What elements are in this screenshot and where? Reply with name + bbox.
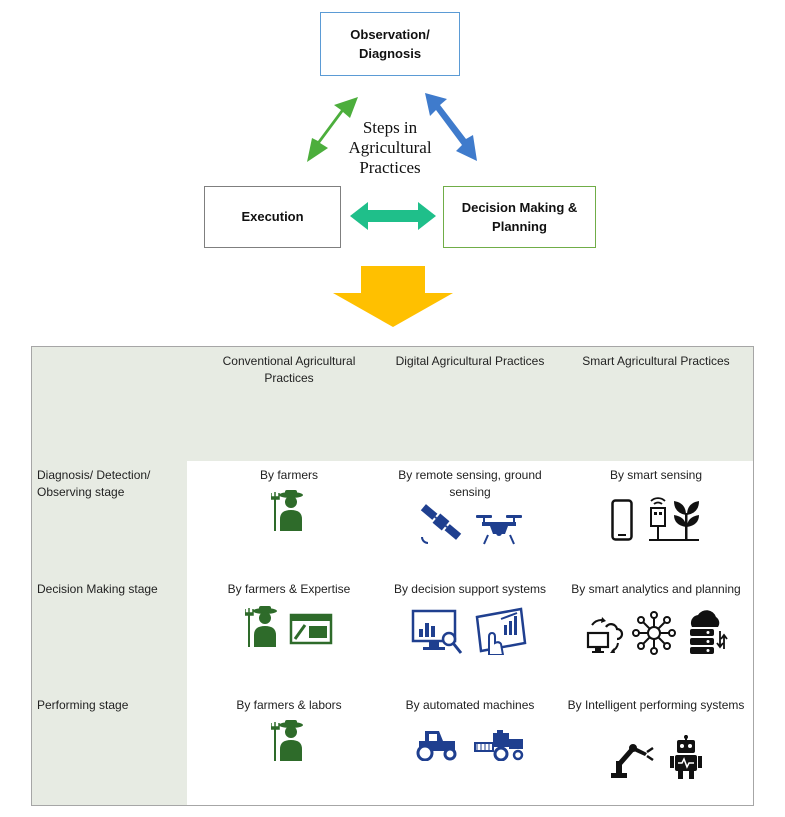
steps-center-label: Steps in Agricultural Practices: [348, 118, 432, 177]
icons-performing-digital: [384, 729, 556, 761]
smartphone-icon: [611, 499, 633, 541]
icons-diagnosis-conventional: [204, 489, 374, 531]
blue-double-arrow: [425, 93, 477, 161]
decision-making-label: Decision Making & Planning: [461, 199, 578, 235]
farmer-icon: [271, 490, 303, 531]
cell-diagnosis-digital: By remote sensing, ground sensing: [398, 468, 542, 499]
down-arrow: [333, 266, 453, 327]
cell-decision-digital: By decision support systems: [393, 582, 547, 596]
column-header-conventional: Conventional Agricultural Practices: [222, 354, 356, 385]
decision-making-box: Decision Making & Planning: [443, 186, 596, 248]
icons-performing-smart: [566, 735, 746, 779]
header-shade: [32, 347, 753, 461]
tractor-icon: [416, 731, 457, 761]
cell-performing-smart: By Intelligent performing systems: [567, 698, 745, 712]
monitor-chart-icon: [411, 609, 463, 654]
cell-performing-digital: By automated machines: [405, 698, 535, 712]
cloud-sync-icon: [586, 617, 624, 653]
touch-analytics-icon: [475, 607, 527, 655]
observation-diagnosis-box: Observation/ Diagnosis: [320, 12, 460, 76]
teal-double-arrow: [350, 202, 436, 230]
cell-decision-conventional: By farmers & Expertise: [227, 582, 351, 596]
observation-diagnosis-label: Observation/ Diagnosis: [350, 26, 430, 62]
harvester-icon: [474, 730, 524, 761]
cloud-database-icon: [690, 610, 728, 654]
stage-label-diagnosis: Diagnosis/ Detection/ Observing stage: [37, 468, 151, 499]
icons-diagnosis-smart: [566, 495, 746, 541]
farmer-icon: [245, 606, 277, 647]
stage-column-shade: [32, 461, 187, 805]
robot-icon: [670, 735, 702, 779]
network-hub-icon: [632, 611, 676, 655]
cell-decision-smart: By smart analytics and planning: [571, 582, 741, 596]
cell-diagnosis-smart: By smart sensing: [609, 468, 703, 482]
cell-performing-conventional: By farmers & labors: [236, 698, 342, 712]
column-header-smart: Smart Agricultural Practices: [582, 354, 730, 368]
icons-decision-smart: [566, 609, 746, 655]
stage-label-performing: Performing stage: [37, 698, 129, 712]
execution-label: Execution: [241, 209, 304, 225]
cell-diagnosis-conventional: By farmers: [259, 468, 318, 482]
drone-icon: [476, 515, 522, 545]
farmer-icon: [271, 720, 303, 761]
column-header-digital: Digital Agricultural Practices: [395, 354, 545, 368]
icons-decision-conventional: [204, 605, 374, 647]
icons-diagnosis-digital: [384, 499, 556, 545]
icons-decision-digital: [384, 607, 556, 655]
icons-performing-conventional: [204, 719, 374, 761]
robot-arm-icon: [611, 744, 654, 778]
sensor-plant-icon: [649, 497, 699, 541]
laptop-screen-icon: [289, 613, 333, 645]
cycle-arrows: [307, 93, 477, 327]
practices-matrix: Conventional Agricultural Practices Digi…: [31, 346, 754, 806]
stage-label-decision: Decision Making stage: [37, 582, 158, 596]
satellite-icon: [420, 504, 462, 544]
green-double-arrow: [307, 97, 358, 162]
execution-box: Execution: [204, 186, 341, 248]
